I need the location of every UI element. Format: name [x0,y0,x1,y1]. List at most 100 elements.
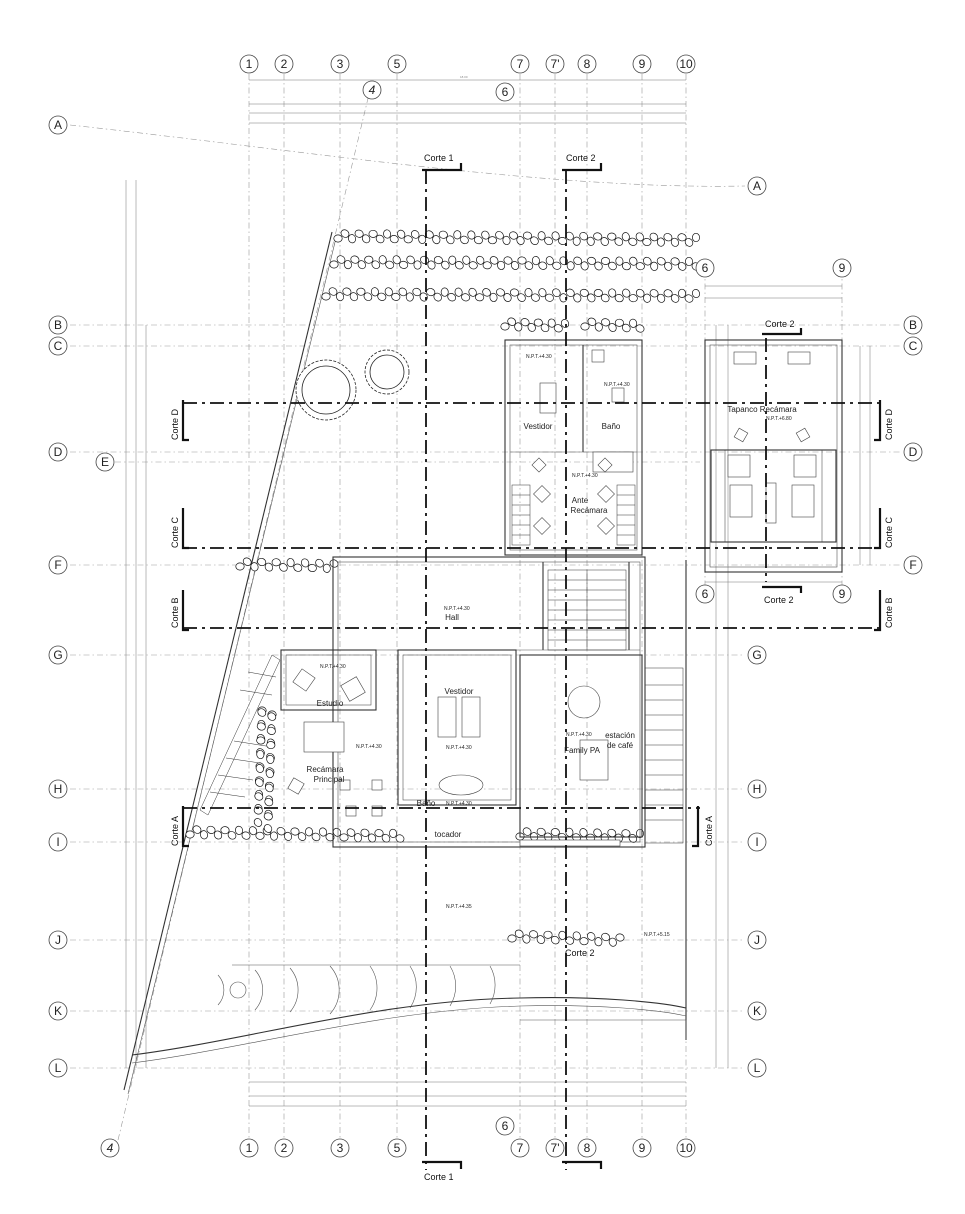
annex-tapanco-walls [704,339,843,573]
svg-text:J: J [754,933,760,947]
axis-bubble-top-6: 8 [577,54,597,74]
cut-label-annex-bottom: Corte 2 [764,595,794,605]
svg-text:K: K [54,1004,62,1018]
upper-block-walls [504,339,643,556]
ramp-arcs [217,965,496,1015]
hedge-row-upper-left [500,317,570,333]
svg-text:H: H [54,782,63,796]
hedge-row-2 [329,255,701,271]
section-cut-labels: Corte 1 Corte 2 Corte 1 Corte 2 Corte 2 … [170,153,894,1182]
cut-label-bottom-1: Corte 1 [424,1172,454,1182]
axis-bubble-bottom-6: 8 [577,1138,597,1158]
room-vestidor-upper: Vestidor [524,422,553,431]
room-estacion-1: estación [605,731,635,740]
axis-bubble-top-1: 2 [274,54,294,74]
axis-bubble-left-G: G [48,645,68,665]
hall-stairs [547,569,627,651]
svg-text:2: 2 [281,57,288,71]
axis-bubble-annex-top-6: 6 [695,258,715,278]
axis-bubble-bottom-8: 10 [676,1138,696,1158]
axis-bubble-top-8: 10 [676,54,696,74]
axis-bubble-bottom-7: 9 [632,1138,652,1158]
svg-text:3: 3 [337,57,344,71]
axis-bubble-bottom-left-4: 4 [100,1138,120,1158]
svg-text:D: D [909,445,918,459]
svg-text:E: E [101,455,109,469]
hedge-row-south [185,825,405,843]
svg-text:C: C [54,339,63,353]
axis-bubble-left-F: F [48,555,68,575]
level-markers: N.P.T.+4.30 N.P.T.+4.30 N.P.T.+4.30 N.P.… [320,354,792,938]
axis-bubble-bottom-0: 1 [239,1138,259,1158]
svg-text:F: F [54,558,61,572]
axis-bubble-right-D: D [903,442,923,462]
level-ante: N.P.T.+4.30 [572,473,598,479]
axis-bubble-bottom-2: 3 [330,1138,350,1158]
room-recamara-principal-1: Recámara [307,765,344,774]
room-hall: Hall [445,613,459,622]
hedge-row-1 [333,229,700,247]
axis-bubble-top-0: 1 [239,54,259,74]
axis-bubble-left-B: B [48,315,68,335]
axis-bubble-right-G: G [747,645,767,665]
svg-text:6: 6 [702,587,709,601]
level-vestidor-lower: N.P.T.+4.30 [446,745,472,751]
cut-label-top-1: Corte 1 [424,153,454,163]
level-estudio: N.P.T.+4.30 [320,664,346,670]
svg-text:8: 8 [584,57,591,71]
axis-bubble-right-K: K [747,1001,767,1021]
room-tocador: tocador [435,830,462,839]
room-recamara-principal-2: Principal [314,775,345,784]
dimension-strings: 18.00 [125,75,871,1107]
axis-bubble-left-C: C [48,336,68,356]
main-block-walls [199,556,684,848]
svg-text:4: 4 [369,83,376,97]
svg-text:J: J [55,933,61,947]
upper-stairs [511,484,636,546]
svg-text:9: 9 [839,587,846,601]
svg-text:I: I [56,835,59,849]
axis-bubble-right-F: F [903,555,923,575]
level-bano-upper: N.P.T.+4.30 [604,382,630,388]
room-ante: Ante [572,496,589,505]
axis-bubble-left-K: K [48,1001,68,1021]
svg-text:2: 2 [281,1141,288,1155]
room-bano-lower: Baño [417,799,436,808]
exterior-stairs [199,654,684,844]
ante-chairs [531,457,615,535]
cut-label-right-a: Corte A [704,816,714,846]
axis-bubble-top-inner-6: 6 [495,82,515,102]
svg-text:8: 8 [584,1141,591,1155]
svg-text:L: L [55,1061,62,1075]
trees [295,349,410,421]
cut-label-right-b: Corte B [884,597,894,628]
svg-text:D: D [54,445,63,459]
axis-bubble-top-7: 9 [632,54,652,74]
cut-label-left-b: Corte B [170,597,180,628]
svg-text:L: L [754,1061,761,1075]
svg-text:4: 4 [107,1141,114,1155]
axis-bubble-right-J: J [747,930,767,950]
cut-label-left-c: Corte C [170,516,180,548]
cut-label-top-2: Corte 2 [566,153,596,163]
cut-label-interior: Corte 2 [565,948,595,958]
axis-bubble-bottom-4: 7 [510,1138,530,1158]
svg-text:1: 1 [246,1141,253,1155]
svg-text:3: 3 [337,1141,344,1155]
svg-text:10: 10 [679,1141,693,1155]
axis-bubble-right-B: B [903,315,923,335]
svg-text:C: C [909,339,918,353]
hedge-row-3 [321,287,701,303]
axis-bubble-left-H: H [48,779,68,799]
cut-label-right-d: Corte D [884,408,894,440]
section-cut-lines [181,163,882,1170]
hedge-row-entry [507,929,625,947]
room-vestidor-lower: Vestidor [445,687,474,696]
axis-bubble-left-D: D [48,442,68,462]
svg-text:B: B [909,318,917,332]
svg-text:5: 5 [394,1141,401,1155]
svg-text:A: A [753,179,761,193]
axis-bubble-bottom-inner-6: 6 [495,1116,515,1136]
level-family: N.P.T.+4.30 [566,732,592,738]
